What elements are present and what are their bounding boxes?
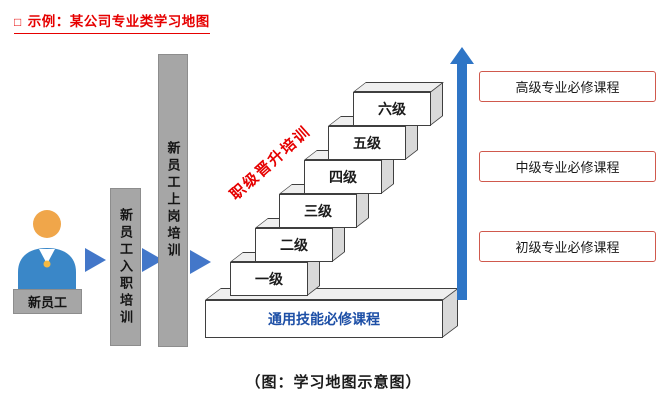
course-label: 初级专业必修课程 (515, 240, 620, 255)
course-label: 中级专业必修课程 (515, 160, 620, 175)
course-box-intermediate: 中级专业必修课程 (479, 151, 656, 182)
course-label: 高级专业必修课程 (515, 80, 620, 95)
level-step-2: 二级 (255, 217, 346, 262)
level-label: 二级 (280, 237, 308, 253)
right-arrow-icon (142, 248, 163, 272)
stage-job-training: 新员工上岗培训 (158, 54, 188, 347)
page-title-text: 示例：某公司专业类学习地图 (27, 14, 210, 29)
step-front-face: 一级 (230, 262, 308, 296)
level-label: 六级 (378, 101, 406, 117)
step-front-face: 六级 (353, 92, 431, 126)
level-step-4: 四级 (304, 149, 395, 194)
level-step-6: 六级 (353, 81, 444, 126)
step-front-face: 五级 (328, 126, 406, 160)
course-box-elementary: 初级专业必修课程 (479, 231, 656, 262)
course-box-advanced: 高级专业必修课程 (479, 71, 656, 102)
stage-onboarding-label: 新员工入职培训 (118, 207, 133, 327)
stage-job-label: 新员工上岗培训 (165, 141, 181, 260)
right-arrow-icon (190, 250, 211, 274)
level-label: 三级 (304, 203, 332, 219)
figure-caption: （图：学习地图示意图） (245, 374, 422, 391)
up-arrow-shaft (457, 63, 467, 300)
step-front-face: 三级 (279, 194, 357, 228)
level-step-5: 五级 (328, 115, 419, 160)
base-general-skills-block: 通用技能必修课程 (205, 287, 459, 338)
level-step-1: 一级 (230, 251, 321, 296)
level-label: 五级 (353, 135, 381, 151)
step-front-face: 二级 (255, 228, 333, 262)
base-label: 通用技能必修课程 (268, 311, 380, 327)
page-title: □ 示例：某公司专业类学习地图 (14, 10, 210, 34)
step-front-face: 四级 (304, 160, 382, 194)
person-icon (18, 210, 76, 290)
level-label: 四级 (329, 169, 357, 185)
new-employee-label: 新员工 (13, 289, 82, 314)
square-bullet-icon: □ (14, 15, 22, 29)
base-front-face: 通用技能必修课程 (205, 300, 443, 338)
level-label: 一级 (255, 271, 283, 287)
level-step-3: 三级 (279, 183, 370, 228)
up-arrow-icon (450, 47, 474, 64)
stage-onboarding-training: 新员工入职培训 (110, 188, 141, 346)
right-arrow-icon (85, 248, 106, 272)
